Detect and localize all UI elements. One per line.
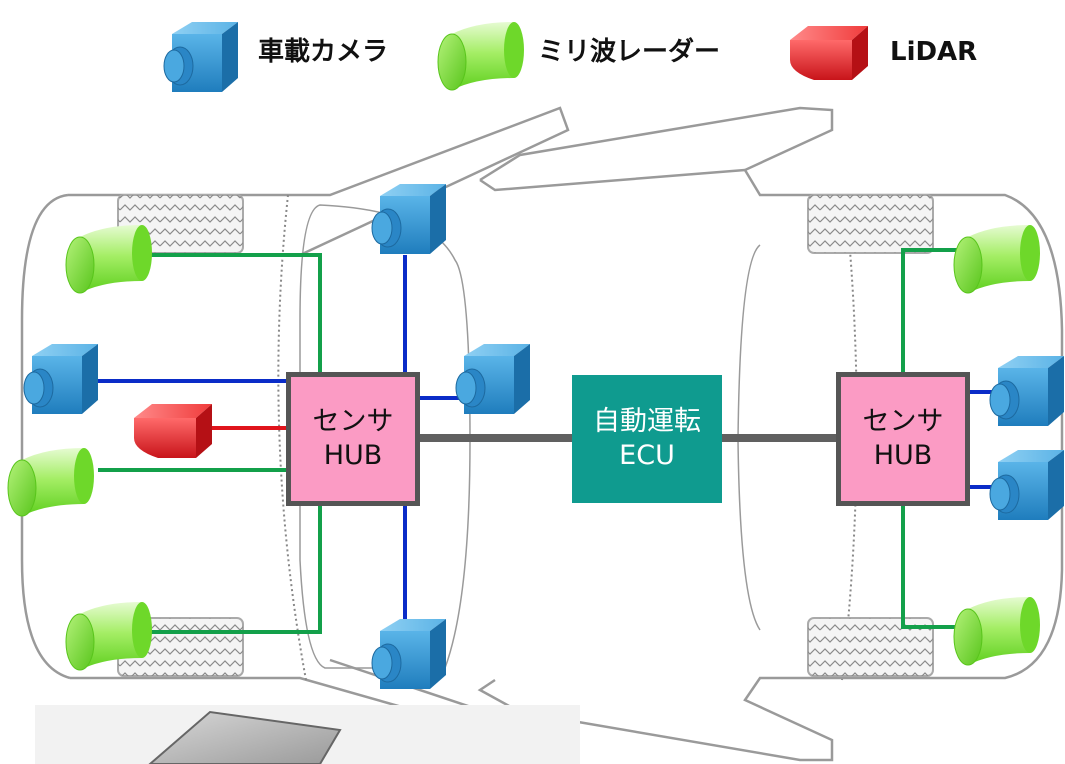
ecu-line2: ECU: [619, 440, 675, 471]
link-radar-rl: [150, 505, 322, 634]
autonomous-ecu: 自動運転 ECU: [572, 375, 722, 503]
legend-lidar-icon: [790, 26, 868, 80]
legend-radar-label: ミリ波レーダー: [538, 37, 721, 67]
bottom-box: [148, 710, 342, 764]
hub-left-line1: センサ: [312, 406, 394, 438]
camera-bottom-icon: [371, 618, 447, 690]
sensor-hub-right: センサ HUB: [836, 372, 970, 506]
hub-right-line1: センサ: [862, 406, 944, 438]
camera-left-icon: [23, 343, 99, 415]
link-radar-fl: [150, 253, 322, 375]
camera-right-bottom-icon: [989, 449, 1065, 521]
link-radar-fr: [901, 248, 968, 375]
legend-camera-icon: [163, 21, 239, 93]
legend-camera-label: 車載カメラ: [258, 37, 389, 67]
sensor-hub-left: センサ HUB: [286, 372, 420, 506]
radar-rear-right-icon: [953, 596, 1041, 666]
lidar-icon: [134, 404, 212, 458]
legend-lidar-label: LiDAR: [890, 37, 978, 67]
ecu-line1: 自動運転: [593, 406, 701, 438]
radar-front-right-icon: [953, 224, 1041, 294]
legend-radar-icon: [437, 21, 525, 91]
camera-top-icon: [371, 183, 447, 255]
link-radar-rr: [901, 505, 965, 629]
camera-center-icon: [455, 343, 531, 415]
camera-right-top-icon: [989, 355, 1065, 427]
radar-front-left-icon: [65, 224, 153, 294]
hub-left-line2: HUB: [323, 440, 383, 471]
hub-right-line2: HUB: [873, 440, 933, 471]
